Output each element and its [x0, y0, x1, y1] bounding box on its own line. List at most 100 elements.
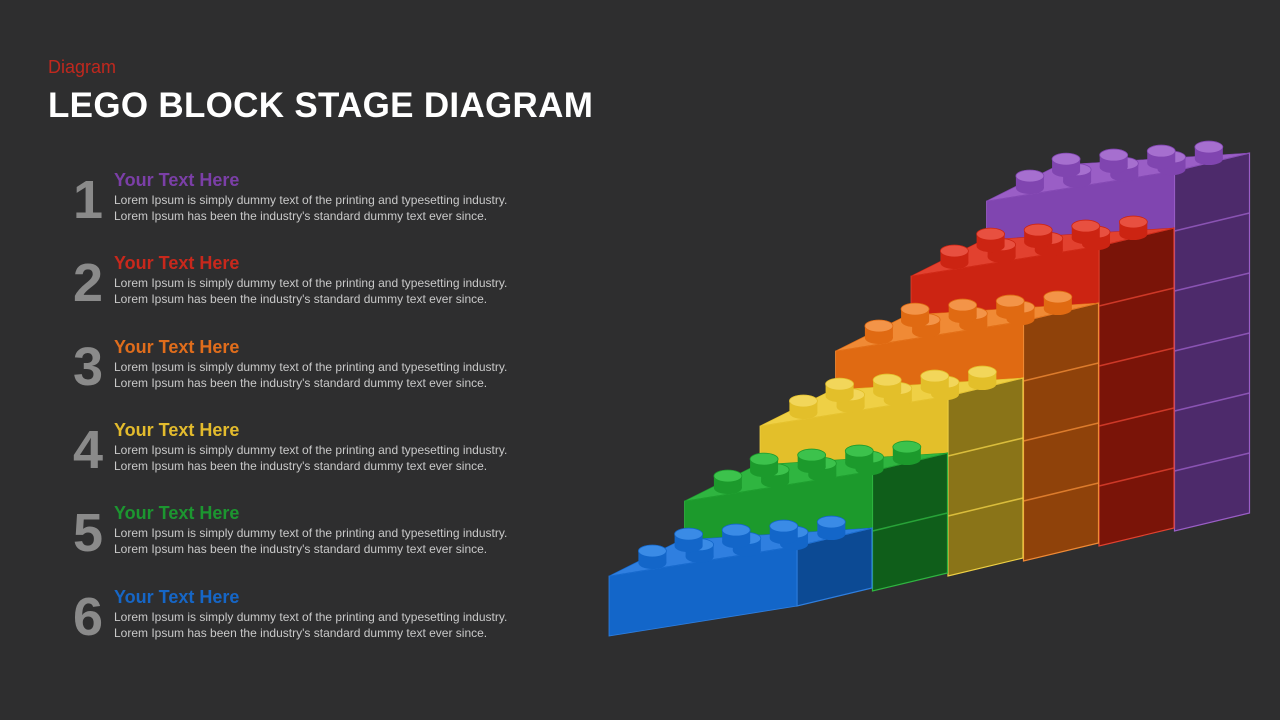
stud-base [920, 382, 949, 395]
step-heading: Your Text Here [114, 503, 240, 523]
step-heading: Your Text Here [114, 420, 240, 440]
stud-top [674, 527, 703, 541]
step-heading: Your Text Here [114, 170, 240, 190]
stud-top [900, 302, 930, 316]
stud-base [968, 378, 997, 391]
stud-base [638, 556, 667, 569]
stud-top [1146, 144, 1176, 158]
block-tier-seam [1174, 212, 1250, 232]
stud-top [1015, 169, 1045, 183]
lego-stud [638, 544, 667, 569]
lego-stud [940, 244, 969, 269]
stud-top [976, 227, 1005, 241]
lego-stud [1118, 215, 1148, 241]
stud-base [722, 536, 751, 549]
stud-base [789, 406, 818, 419]
step-description-line: Lorem Ipsum is simply dummy text of the … [114, 276, 508, 290]
lego-stud [1071, 219, 1101, 245]
stud-top [1194, 140, 1224, 154]
step-description-line: Lorem Ipsum is simply dummy text of the … [114, 193, 508, 207]
step-description-line: Lorem Ipsum has been the industry's stan… [114, 626, 488, 640]
step-description-line: Lorem Ipsum has been the industry's stan… [114, 542, 488, 556]
step-number: 1 [72, 170, 104, 230]
stud-base [1147, 157, 1176, 170]
stud-top [920, 369, 950, 383]
lego-stud [1051, 152, 1081, 178]
stud-top [749, 452, 779, 466]
lego-stud [900, 302, 930, 328]
stud-top [940, 244, 969, 258]
lego-stud [789, 394, 818, 419]
step-description-line: Lorem Ipsum is simply dummy text of the … [114, 443, 508, 457]
stud-base [1015, 181, 1044, 194]
step-item-2: 2 Your Text Here Lorem Ipsum is simply d… [68, 253, 588, 325]
stud-base [845, 457, 874, 470]
block-tier-seam [1174, 392, 1250, 412]
stud-base [1063, 175, 1092, 188]
stud-top [1051, 152, 1081, 166]
lego-stud [713, 469, 743, 494]
stud-base [948, 311, 977, 324]
stud-base [750, 465, 779, 478]
stud-top [713, 469, 743, 483]
lego-stud [1194, 140, 1224, 166]
step-item-1: 1 Your Text Here Lorem Ipsum is simply d… [68, 170, 588, 242]
lego-stud [1146, 144, 1176, 170]
lego-stud [749, 452, 779, 478]
lego-stud [1023, 223, 1053, 249]
block-tier-seam [1098, 287, 1175, 307]
stud-top [816, 515, 846, 529]
lego-block-blue [608, 515, 873, 637]
stud-top [995, 294, 1025, 308]
step-heading: Your Text Here [114, 587, 240, 607]
step-number: 6 [72, 587, 104, 647]
step-item-6: 6 Your Text Here Lorem Ipsum is simply d… [68, 587, 588, 659]
step-description: Lorem Ipsum is simply dummy text of the … [114, 359, 507, 391]
stud-top [892, 440, 922, 454]
stud-base [1099, 161, 1128, 174]
step-number: 2 [72, 253, 104, 313]
lego-stud [674, 527, 703, 553]
stud-base [987, 250, 1016, 263]
stud-base [1119, 228, 1148, 241]
step-description: Lorem Ipsum is simply dummy text of the … [114, 609, 507, 641]
step-heading: Your Text Here [114, 337, 240, 357]
stud-top [948, 298, 978, 312]
lego-stud [948, 298, 978, 324]
step-description-line: Lorem Ipsum is simply dummy text of the … [114, 610, 508, 624]
step-number: 3 [72, 337, 104, 397]
lego-stud [816, 515, 846, 541]
stud-top [864, 319, 894, 333]
stud-top [1099, 148, 1129, 162]
step-number: 4 [72, 420, 104, 480]
step-description: Lorem Ipsum is simply dummy text of the … [114, 192, 507, 224]
lego-stud [1099, 148, 1129, 174]
stud-base [940, 256, 969, 269]
stud-base [864, 331, 893, 344]
stud-base [912, 325, 941, 338]
stud-top [1071, 219, 1101, 233]
lego-stud [864, 319, 894, 344]
block-tier-seam [1023, 422, 1099, 442]
block-tier-seam [1174, 332, 1250, 352]
page-title: LEGO BLOCK STAGE DIAGRAM [48, 86, 594, 125]
stud-top [721, 523, 751, 537]
stud-base [674, 540, 703, 553]
stud-base [892, 453, 921, 466]
step-description: Lorem Ipsum is simply dummy text of the … [114, 442, 507, 474]
stud-base [1043, 303, 1072, 316]
lego-stud [967, 365, 997, 391]
step-description-line: Lorem Ipsum is simply dummy text of the … [114, 360, 508, 374]
block-tier-seam [1174, 272, 1250, 292]
lego-stud [1043, 290, 1073, 316]
stud-top [797, 448, 827, 462]
lego-stud [769, 519, 799, 545]
stud-base [1071, 232, 1100, 245]
step-description: Lorem Ipsum is simply dummy text of the … [114, 275, 507, 307]
stud-top [638, 544, 667, 558]
block-tier-seam [1174, 452, 1250, 472]
lego-stud [872, 373, 902, 399]
stud-top [825, 377, 854, 391]
stud-base [901, 315, 930, 328]
